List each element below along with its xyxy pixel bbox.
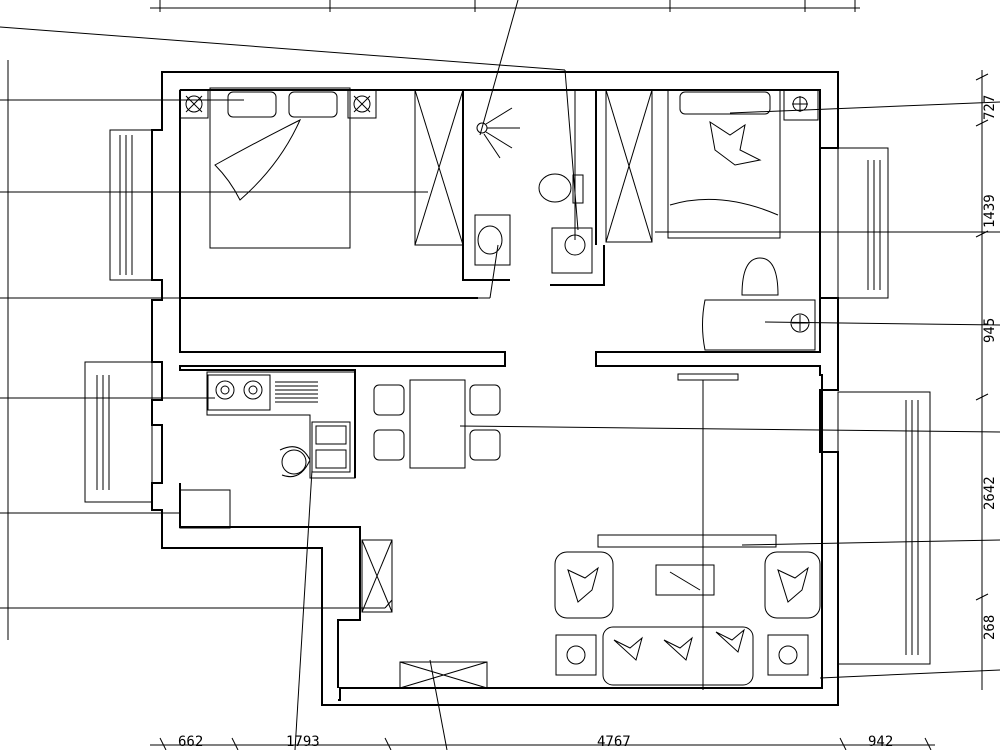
floor-drain — [551, 227, 593, 274]
right-dimension-5: 268 — [982, 615, 998, 640]
living-room-window — [837, 391, 931, 665]
right-dimension-3: 945 — [982, 318, 998, 343]
shoe-cabinet — [399, 661, 488, 689]
right-dimension-4: 2642 — [982, 476, 998, 510]
right-dimension-1: 727 — [982, 95, 998, 120]
wardrobe-right — [605, 89, 653, 243]
refrigerator — [179, 489, 231, 529]
right-dimension-2: 1439 — [982, 194, 998, 228]
toilet — [538, 173, 584, 204]
gas-stove — [207, 374, 271, 411]
coffee-table — [655, 564, 715, 596]
bottom-dimension-2: 1793 — [286, 734, 320, 750]
bedside-lamp-left — [179, 89, 209, 119]
second-bed — [667, 89, 781, 239]
side-table-right — [767, 634, 809, 676]
shower — [476, 107, 520, 159]
sofa-back-wall — [597, 534, 777, 548]
top-dimension-ticks — [159, 0, 856, 12]
desk-chair — [702, 257, 816, 351]
kitchen-counter — [206, 371, 356, 479]
bottom-dimension-1: 662 — [178, 734, 203, 750]
outer-wall — [151, 71, 839, 706]
person-figure — [279, 446, 311, 478]
armchair-left — [554, 551, 614, 619]
kitchen-sink — [311, 421, 351, 473]
stove-vent — [275, 381, 318, 403]
sofa-three-seat — [602, 626, 754, 686]
side-table-left — [555, 634, 597, 676]
bathroom-wall — [462, 90, 605, 286]
dining-table — [373, 379, 501, 469]
bottom-dimension-4: 942 — [868, 734, 893, 750]
wardrobe-left — [414, 89, 464, 246]
second-bedroom-window — [837, 147, 889, 299]
master-bed — [209, 87, 351, 249]
washbasin — [474, 214, 511, 266]
bedroom-window — [109, 129, 153, 281]
tv-cabinet — [677, 373, 739, 381]
bedside-lamp-right — [347, 89, 377, 119]
kitchen-window — [84, 361, 153, 503]
bottom-dimension-ticks — [159, 737, 932, 750]
armchair-right — [764, 551, 821, 619]
bedside-lamp-second — [783, 89, 819, 121]
entry-cabinet — [361, 539, 393, 613]
wall-left-bedroom-bottom — [179, 90, 506, 478]
bottom-dimension-3: 4767 — [597, 734, 631, 750]
